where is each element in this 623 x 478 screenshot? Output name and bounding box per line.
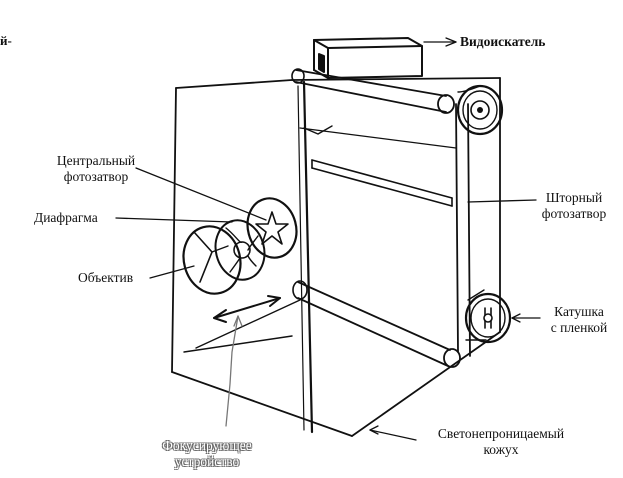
- label-film-spool-line1: Катушка: [554, 304, 604, 319]
- label-focal-plane-shutter-line2: фотозатвор: [541, 206, 607, 221]
- label-focal-plane-shutter-line1: Шторный: [545, 190, 603, 205]
- label-focusing-device-line2: устройство: [174, 454, 240, 469]
- label-focusing-device-line1: Фокусирующее: [162, 438, 252, 453]
- lens-assembly: [182, 197, 298, 295]
- focusing-arrow: [213, 295, 281, 323]
- housing-floor-lines: [183, 299, 301, 353]
- stray-fragment-text: й-: [0, 33, 12, 48]
- label-light-tight-housing-line1: Светонепроницаемый: [437, 426, 565, 441]
- label-light-tight-housing-line2: кожух: [483, 442, 519, 457]
- label-viewfinder: Видоискатель: [460, 34, 546, 49]
- label-focal-plane-shutter: Шторный фотозатвор: [528, 190, 620, 222]
- label-focusing-device: Фокусирующее устройство: [148, 438, 266, 470]
- film-spool-drawing: [464, 292, 512, 344]
- leader-lines: [115, 37, 541, 441]
- film-path: [291, 68, 487, 368]
- label-central-shutter-line1: Центральный: [56, 153, 136, 168]
- label-central-shutter-line2: фотозатвор: [63, 169, 129, 184]
- label-light-tight-housing: Светонепроницаемый кожух: [416, 426, 586, 458]
- viewfinder-drawing: [313, 37, 423, 79]
- focal-plane-shutter: [311, 159, 453, 207]
- label-central-shutter: Центральный фотозатвор: [40, 153, 152, 185]
- light-tight-housing: [171, 77, 501, 437]
- label-lens: Объектив: [78, 270, 134, 285]
- label-diaphragm: Диафрагма: [34, 210, 98, 225]
- label-film-spool-line2: с пленкой: [550, 320, 608, 335]
- upper-spool: [456, 84, 504, 136]
- label-film-spool: Катушка с пленкой: [538, 304, 620, 336]
